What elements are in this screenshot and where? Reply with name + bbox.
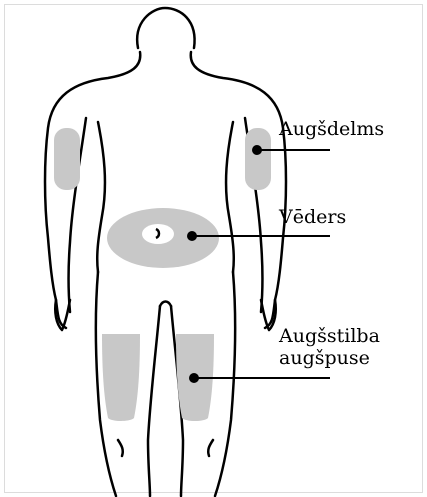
abdomen-label: Vēders (279, 206, 346, 228)
right-torso (226, 122, 234, 272)
thigh-callout-dot (189, 373, 199, 383)
thigh-label-line1: Augšstilba (279, 325, 380, 347)
right-upper-arm-area (245, 128, 271, 190)
left-upper-arm-area (54, 128, 80, 190)
left-knee-mark (118, 440, 123, 456)
crotch (160, 302, 171, 307)
left-torso (97, 122, 105, 272)
thigh-label: Augšstilba augšpuse (279, 325, 380, 369)
upper-arm-label: Augšdelms (279, 118, 384, 140)
upper-arm-callout-dot (252, 145, 262, 155)
right-arm-outer (191, 52, 286, 328)
right-knee-mark (208, 440, 213, 456)
thigh-label-line2: augšpuse (279, 347, 380, 369)
left-thigh-area (102, 334, 140, 421)
left-leg-inner (148, 306, 160, 496)
left-arm-outer (45, 52, 140, 328)
abdomen-callout-dot (187, 231, 197, 241)
right-leg-outer (215, 272, 235, 496)
head-outline (137, 8, 194, 48)
